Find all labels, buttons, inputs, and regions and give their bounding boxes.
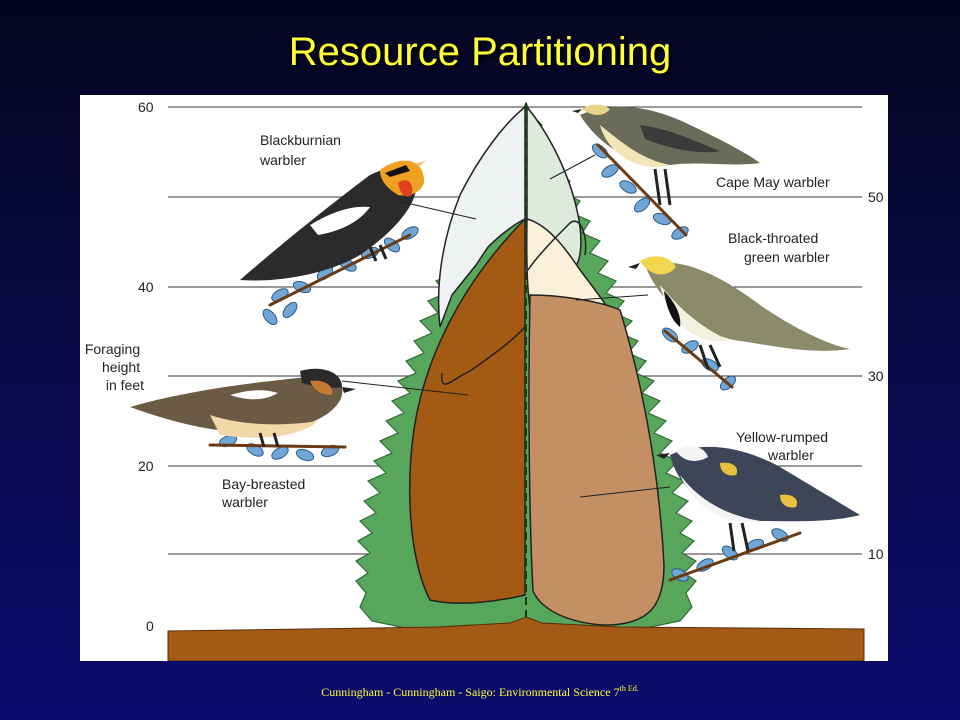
resource-partitioning-figure: Foraging height in feet 60 40 20 0 50 30…: [80, 95, 888, 661]
label-blackburnian-warbler: Blackburnian warbler: [259, 132, 345, 168]
label-yellow-rumped-warbler: Yellow-rumped warbler: [736, 429, 832, 463]
footer-citation: Cunningham - Cunningham - Saigo: Environ…: [0, 684, 960, 700]
zone-blackburnian: [437, 105, 526, 328]
tick-left-0: 0: [146, 618, 154, 634]
bird-yellow-rumped-warbler: [656, 446, 860, 552]
slide-title: Resource Partitioning: [288, 30, 672, 74]
branch-yellow-rumped: [671, 528, 789, 582]
bird-bay-breasted-warbler: [130, 368, 356, 448]
tick-left-20: 20: [138, 458, 154, 474]
bird-black-throated-green-warbler: [628, 256, 850, 370]
ground: [167, 616, 865, 661]
bird-blackburnian-warbler: [240, 160, 426, 281]
tick-left-40: 40: [138, 279, 154, 295]
diagram-canvas: Foraging height in feet 60 40 20 0 50 30…: [85, 99, 884, 661]
label-cape-may-warbler: Cape May warbler: [716, 174, 830, 190]
leader-blackburnian: [397, 200, 477, 220]
zone-bay-breasted-outline: [441, 326, 526, 385]
footer-superscript: th Ed.: [619, 684, 639, 693]
label-black-throated-green-warbler: Black-throated green warbler: [728, 230, 830, 265]
leader-yellow-rumped: [579, 486, 671, 498]
zone-yellow-rumped: [528, 294, 665, 626]
leader-black-throated: [575, 294, 649, 301]
branch-twigs: [208, 143, 802, 582]
tick-right-30: 30: [868, 368, 884, 384]
y-axis-label: Foraging height in feet: [85, 341, 144, 393]
zone-bay-breasted: [409, 217, 526, 604]
leader-cape-may: [549, 154, 596, 180]
footer-text: Cunningham - Cunningham - Saigo: Environ…: [321, 685, 620, 699]
label-bay-breasted-warbler: Bay-breasted warbler: [221, 476, 309, 510]
tick-right-50: 50: [868, 189, 884, 205]
bird-cape-may-warbler: [572, 104, 760, 206]
zone-upper-outline: [527, 220, 587, 271]
tick-left-60: 60: [138, 99, 154, 115]
tick-right-10: 10: [868, 546, 884, 562]
leader-bay-breasted: [341, 380, 469, 396]
branch-cape-may: [591, 143, 689, 240]
leader-lines: [341, 154, 671, 498]
